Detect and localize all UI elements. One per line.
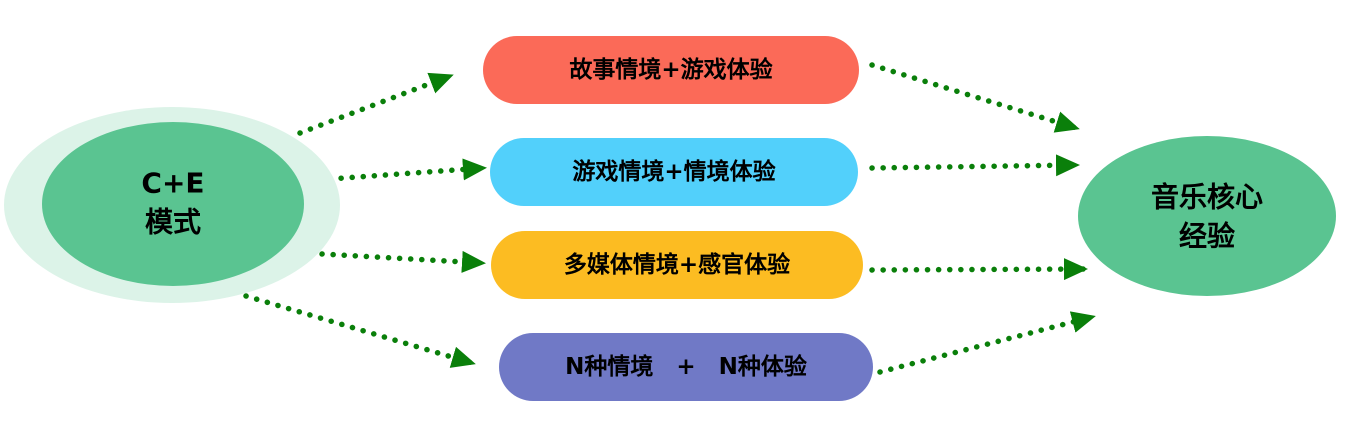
box-1: 故事情境+游戏体验 xyxy=(483,36,859,104)
arrow-source-to-box-3 xyxy=(319,250,486,273)
source-label-line-1: C+E xyxy=(141,167,204,200)
arrow-box-2-to-target xyxy=(869,154,1080,177)
box-4-label: N种情境 + N种体验 xyxy=(565,353,807,380)
arrow-source-to-box-4 xyxy=(243,293,476,368)
box-2-shape xyxy=(490,138,858,206)
target-label-line-1: 音乐核心 xyxy=(1151,181,1263,214)
arrow-box-4-to-target xyxy=(877,311,1096,375)
target-ellipse xyxy=(1078,136,1336,296)
box-1-label: 故事情境+游戏体验 xyxy=(569,56,772,83)
box-2: 游戏情境+情境体验 xyxy=(490,138,858,206)
box-1-shape xyxy=(483,36,859,104)
arrow-box-3-to-target xyxy=(869,258,1088,281)
arrow-box-1-to-target xyxy=(869,62,1080,133)
source-inner-ellipse xyxy=(42,122,304,286)
box-3-label: 多媒体情境+感官体验 xyxy=(564,251,790,278)
arrow-source-to-box-2 xyxy=(327,158,487,182)
box-3: 多媒体情境+感官体验 xyxy=(491,231,863,299)
arrow-source-to-box-1 xyxy=(297,72,454,136)
target-label-line-2: 经验 xyxy=(1179,220,1235,253)
box-4: N种情境 + N种体验 xyxy=(499,333,873,401)
box-3-shape xyxy=(491,231,863,299)
connector-arrows xyxy=(243,62,1096,375)
target-node: 音乐核心 经验 xyxy=(1078,136,1336,296)
box-4-shape xyxy=(499,333,873,401)
box-2-label: 游戏情境+情境体验 xyxy=(572,158,775,185)
source-node: C+E 模式 xyxy=(4,107,340,303)
source-label-line-2: 模式 xyxy=(145,206,201,239)
